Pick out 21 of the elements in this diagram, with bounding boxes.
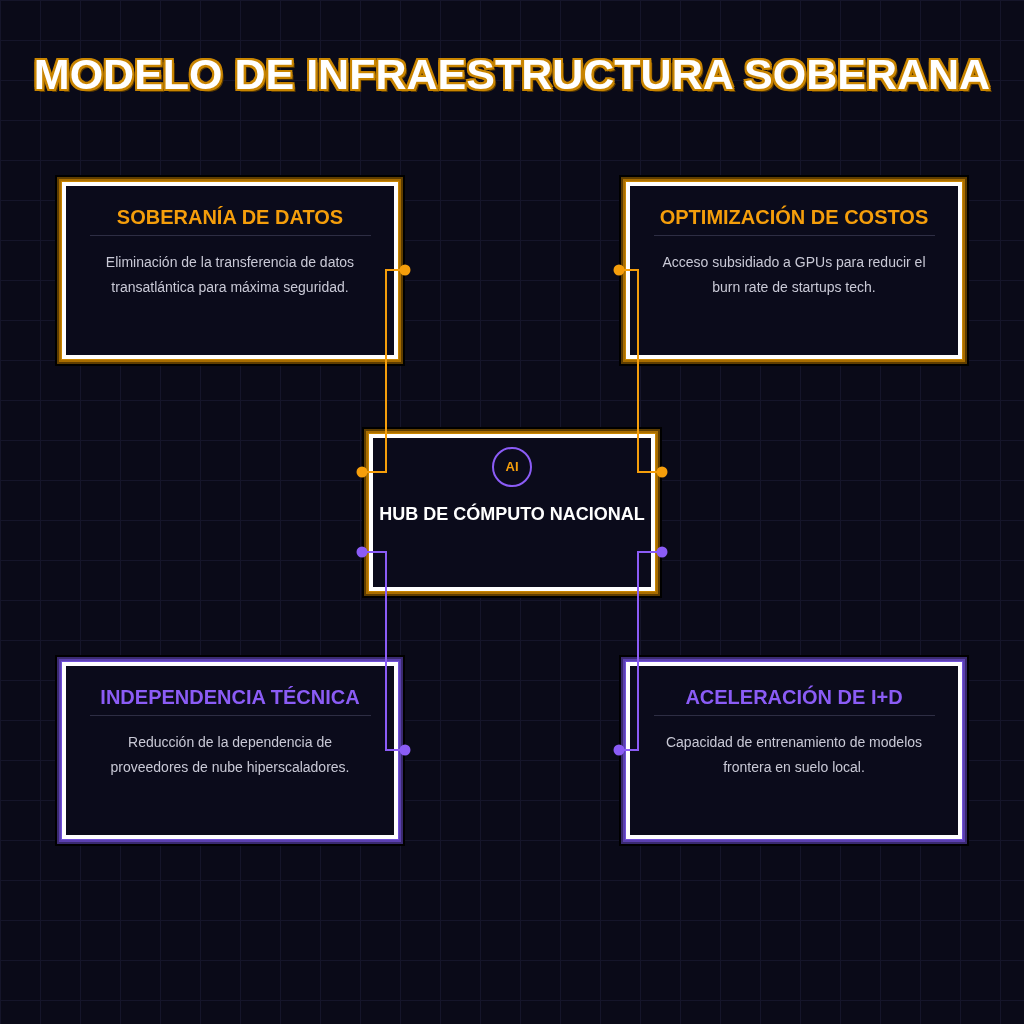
circle-node — [492, 447, 532, 487]
hub-title: HUB DE CÓMPUTO NACIONAL — [378, 502, 646, 526]
card-description: Reducción de la dependencia de proveedores de nube hiperscaladores. — [109, 733, 351, 777]
connector-line — [613, 264, 668, 478]
info-card — [619, 175, 969, 366]
card-description: Capacidad de entrenamiento de modelos frontera en suelo local. — [664, 733, 924, 777]
info-card — [55, 175, 405, 366]
hub-card — [362, 427, 662, 598]
info-card — [55, 655, 405, 846]
card-description: Eliminación de la transferencia de datos transatlántica para máxima seguridad. — [104, 253, 356, 297]
connector-line — [356, 546, 411, 756]
info-card — [619, 655, 969, 846]
connector-line — [613, 546, 668, 756]
card-title: ACELERACIÓN DE I+D — [684, 685, 904, 709]
card-description: Acceso subsidiado a GPUs para reducir el burn rate de startups tech. — [661, 253, 927, 297]
circle-label: AI — [505, 460, 519, 474]
diagram-title: MODELO DE INFRAESTRUCTURA SOBERANA — [33, 50, 991, 98]
card-title: OPTIMIZACIÓN DE COSTOS — [658, 205, 930, 229]
connector-line — [356, 264, 411, 478]
card-title: INDEPENDENCIA TÉCNICA — [99, 685, 361, 709]
card-title: SOBERANÍA DE DATOS — [115, 205, 345, 229]
